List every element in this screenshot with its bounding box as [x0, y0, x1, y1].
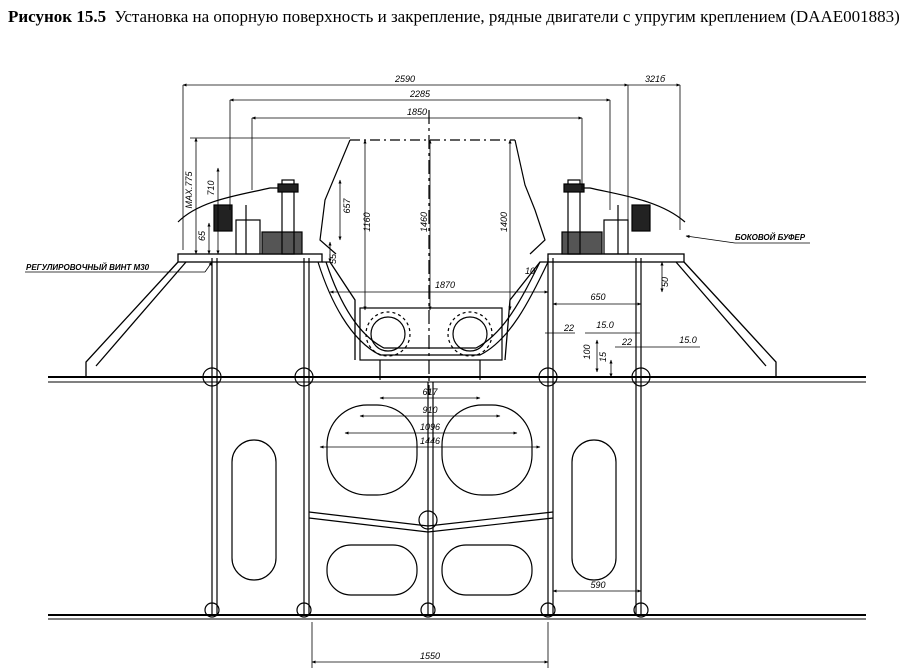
figure-number: Рисунок 15.5 — [8, 7, 107, 26]
dim-65: 65 — [197, 230, 207, 241]
dim-55: 55 — [328, 253, 338, 264]
dim-15-vertical: 15 — [598, 351, 608, 362]
dim-617: 617 — [422, 387, 438, 397]
dim-2590: 2590 — [394, 74, 415, 84]
dim-657: 657 — [342, 198, 352, 214]
dim-10: 10 — [525, 266, 535, 276]
dimension-lines — [25, 83, 810, 668]
dim-15-upper: 15.0 — [596, 320, 614, 330]
dim-1550: 1550 — [420, 651, 440, 661]
dim-2285: 2285 — [409, 89, 431, 99]
dim-1850: 1850 — [407, 107, 427, 117]
dim-1400: 1400 — [499, 212, 509, 232]
side-buffer-label: БОКОВОЙ БУФЕР — [735, 233, 806, 242]
resilient-mount-right — [561, 179, 686, 255]
dim-321: 321б — [645, 74, 666, 84]
dim-650: 650 — [590, 292, 605, 302]
dim-1160: 1160 — [362, 212, 372, 231]
figure-caption: Рисунок 15.5 Установка на опорную поверх… — [8, 6, 908, 27]
dim-910: 910 — [422, 405, 437, 415]
dim-100: 100 — [582, 344, 592, 359]
dimension-values: 2590 321б 2285 1850 MAX.775 710 65 657 1… — [184, 74, 697, 661]
callout-labels: РЕГУЛИРОВОЧНЫЙ ВИНТ М30 БОКОВОЙ БУФЕР — [26, 233, 806, 272]
dim-1460: 1460 — [419, 212, 429, 232]
dim-15-lower: 15.0 — [679, 335, 697, 345]
dim-1446: 1446 — [420, 436, 440, 446]
dim-max775: MAX.775 — [184, 171, 194, 209]
resilient-mount-left — [177, 179, 303, 255]
dim-50: 50 — [660, 277, 670, 287]
dim-1096: 1096 — [420, 422, 440, 432]
figure-title: Установка на опорную поверхность и закре… — [114, 7, 786, 26]
dim-22-upper: 22 — [563, 323, 574, 333]
foundation-structure — [48, 258, 866, 620]
engine-outline — [317, 110, 549, 395]
figure-code: (DAAE001883) — [790, 7, 900, 26]
dim-22-lower: 22 — [621, 337, 632, 347]
adjusting-screw-label: РЕГУЛИРОВОЧНЫЙ ВИНТ М30 — [26, 263, 150, 272]
seating-plates — [85, 253, 777, 377]
dim-590: 590 — [590, 580, 605, 590]
dim-710: 710 — [206, 180, 216, 195]
dim-1870: 1870 — [435, 280, 455, 290]
